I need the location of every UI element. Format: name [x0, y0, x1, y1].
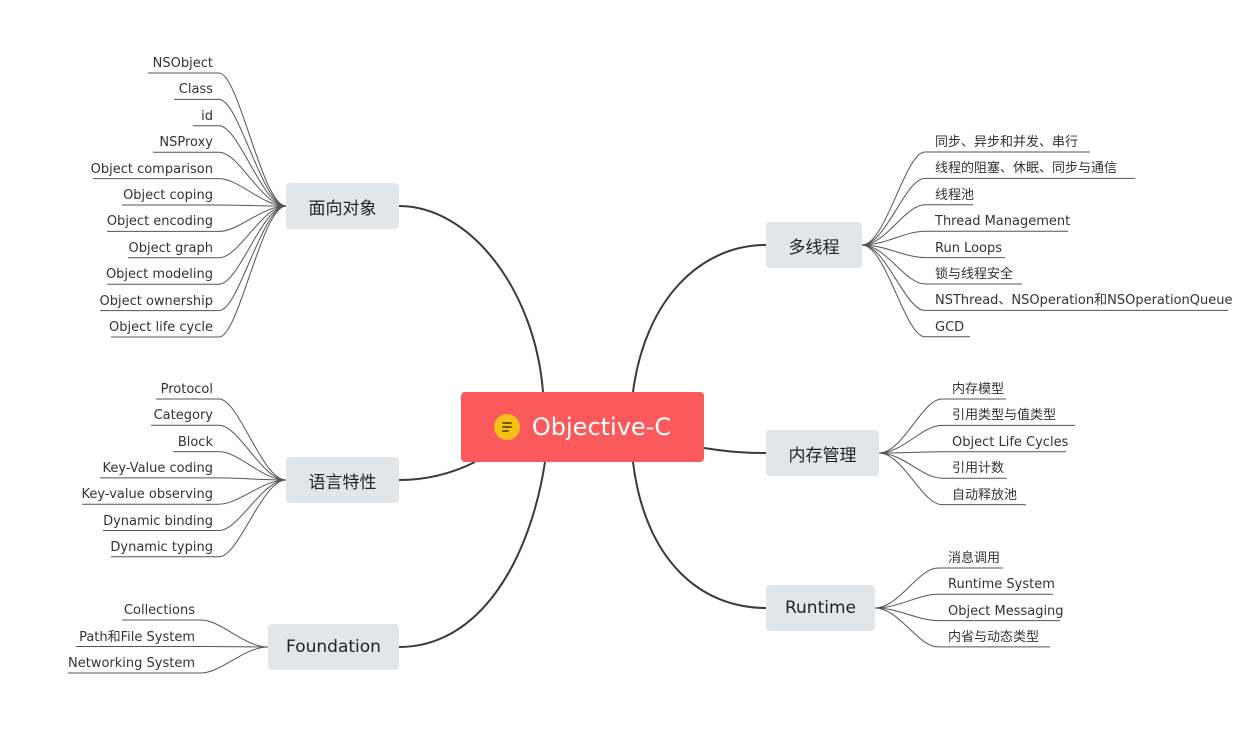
subtopic-connector [874, 593, 939, 609]
subtopic-connector [861, 177, 926, 246]
root-connector-memory [703, 447, 767, 454]
branch-topic-label: Runtime [784, 598, 856, 618]
subtopic-connector [218, 125, 287, 207]
subtopic-item[interactable]: 引用类型与值类型 [952, 408, 1057, 424]
subtopic-item[interactable]: 线程池 [935, 187, 975, 203]
subtopic-connector [218, 151, 287, 207]
root-connector-thread [632, 244, 767, 393]
branch-topic-label: 多线程 [788, 237, 840, 258]
subtopic-item[interactable]: 同步、异步和并发、串行 [935, 135, 1079, 150]
branch-topic-label: 面向对象 [308, 198, 377, 219]
subtopic-item[interactable]: Object life cycle [109, 320, 213, 335]
subtopic-connector [861, 204, 926, 246]
subtopic-connector [200, 646, 269, 674]
subtopic-connector [878, 452, 943, 506]
subtopic-item[interactable]: Object Life Cycles [952, 434, 1069, 450]
subtopic-connector [218, 479, 287, 558]
subtopic-item[interactable]: Runtime System [948, 577, 1055, 593]
subtopic-item[interactable]: Networking System [68, 656, 195, 671]
subtopic-item[interactable]: 引用计数 [952, 461, 1005, 477]
subtopic-item[interactable]: Object encoding [106, 214, 213, 230]
subtopic-connector [218, 204, 287, 207]
subtopic-item[interactable]: NSObject [152, 56, 213, 71]
subtopic-connector [218, 205, 287, 232]
subtopic-connector [874, 607, 939, 648]
subtopic-connector [218, 205, 287, 312]
subtopic-item[interactable]: 线程的阻塞、休眠、同步与通信 [935, 161, 1118, 177]
subtopic-item[interactable]: 内存模型 [952, 382, 1005, 397]
subtopic-item[interactable]: Block [177, 434, 213, 450]
subtopic-connector [861, 230, 926, 246]
root-connector-oop [398, 205, 544, 393]
root-connector-foundation [398, 461, 546, 648]
branch-topic-label: 内存管理 [788, 445, 857, 466]
branch-topic-language-features[interactable]: 语言特性 [286, 457, 399, 503]
subtopic-item[interactable]: NSThread、NSOperation和NSOperationQueue [935, 293, 1233, 309]
subtopic-item[interactable]: 锁与线程安全 [935, 267, 1014, 282]
subtopic-item[interactable]: id [201, 108, 213, 124]
subtopic-item[interactable]: Category [153, 408, 213, 424]
subtopic-connector [218, 479, 287, 531]
subtopic-connector [218, 72, 287, 207]
subtopic-connector [861, 244, 926, 338]
subtopic-connector [218, 205, 287, 259]
subtopic-connector [861, 244, 926, 259]
subtopic-item[interactable]: Object graph [128, 240, 213, 256]
subtopic-connector [218, 451, 287, 481]
root-topic[interactable]: Objective-C [461, 392, 704, 462]
branch-topic-foundation[interactable]: Foundation [268, 624, 399, 670]
subtopic-item[interactable]: Key-Value coding [102, 460, 213, 476]
subtopic-connector [218, 398, 287, 481]
subtopic-item[interactable]: Object ownership [99, 293, 213, 309]
branch-topic-runtime[interactable]: Runtime [766, 585, 875, 631]
subtopic-connector [861, 244, 926, 285]
subtopic-item[interactable]: Object Messaging [948, 603, 1064, 619]
branch-topic-memory-management[interactable]: 内存管理 [766, 430, 879, 476]
subtopic-item[interactable]: Run Loops [935, 240, 1003, 256]
subtopic-item[interactable]: Dynamic typing [110, 539, 213, 555]
subtopic-item[interactable]: Key-value observing [81, 487, 213, 503]
subtopic-connector [861, 151, 926, 246]
subtopic-connector [861, 244, 926, 311]
subtopic-item[interactable]: Object coping [123, 188, 213, 203]
root-connector-lang [398, 461, 476, 481]
subtopic-connector [200, 619, 269, 648]
subtopic-item[interactable]: Collections [123, 603, 195, 618]
subtopic-connector [874, 567, 939, 609]
subtopic-connector [218, 477, 287, 481]
subtopic-connector [218, 205, 287, 338]
branch-topic-oop[interactable]: 面向对象 [286, 183, 399, 229]
branch-topic-label: Foundation [286, 637, 381, 657]
subtopic-connector [218, 205, 287, 285]
subtopic-item[interactable]: Path和File System [79, 629, 195, 645]
subtopic-item[interactable]: NSProxy [159, 135, 213, 151]
subtopic-item[interactable]: Dynamic binding [103, 513, 213, 529]
subtopic-connector [218, 178, 287, 207]
document-lines-icon [493, 414, 520, 440]
subtopic-item[interactable]: Object comparison [90, 161, 213, 177]
subtopic-connector [874, 607, 939, 622]
root-connector-runtime [632, 461, 767, 609]
subtopic-item[interactable]: 自动释放池 [952, 487, 1018, 503]
subtopic-item[interactable]: GCD [935, 319, 965, 335]
subtopic-connector [218, 424, 287, 481]
subtopic-item[interactable]: Protocol [160, 382, 213, 397]
branch-topic-multithreading[interactable]: 多线程 [766, 222, 862, 268]
subtopic-item[interactable]: 内省与动态类型 [948, 629, 1040, 645]
subtopic-item[interactable]: Thread Management [935, 214, 1071, 230]
subtopic-connector [878, 451, 943, 454]
subtopic-item[interactable]: Class [178, 82, 213, 98]
subtopic-connector [878, 398, 943, 454]
subtopic-item[interactable]: Object modeling [105, 267, 213, 283]
subtopic-connector [218, 98, 287, 207]
branch-topic-label: 语言特性 [308, 472, 377, 493]
root-topic-label: Objective-C [531, 413, 672, 441]
subtopic-connector [218, 479, 287, 505]
subtopic-connector [878, 424, 943, 454]
subtopic-item[interactable]: 消息调用 [948, 551, 1001, 566]
subtopic-connector [200, 646, 269, 648]
subtopic-connector [878, 452, 943, 479]
